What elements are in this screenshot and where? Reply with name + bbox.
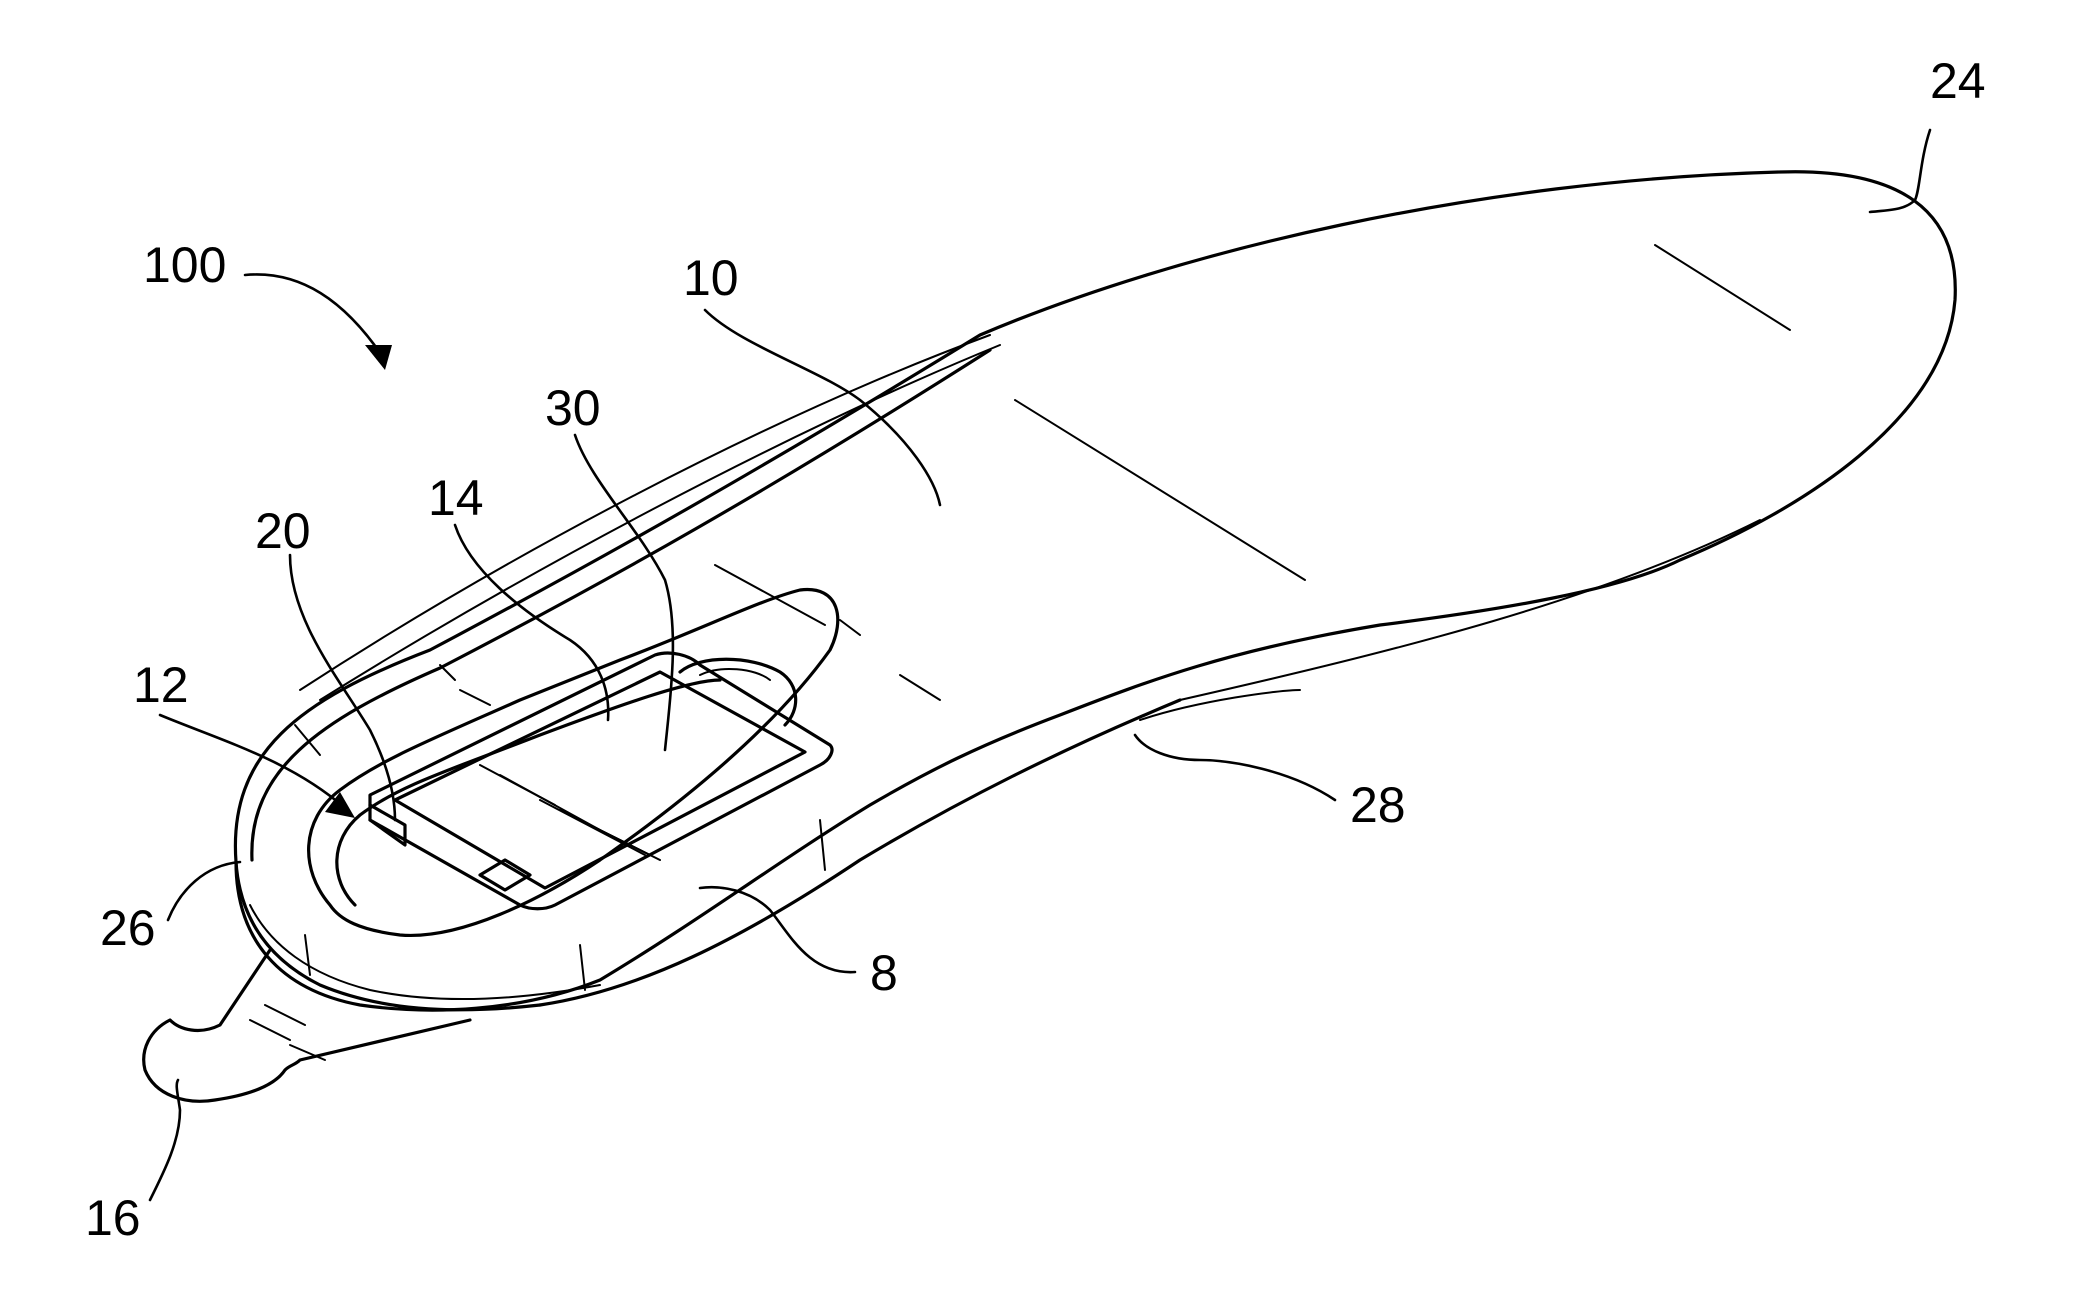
leader-28 [1135, 735, 1335, 800]
pocket-hatch-3 [540, 800, 645, 855]
leader-26 [168, 862, 240, 920]
pocket-inner [395, 672, 805, 888]
label-8: 8 [870, 945, 898, 1001]
leader-12 [160, 715, 345, 808]
connector-tab-line-1 [250, 1020, 290, 1040]
label-100: 100 [143, 237, 226, 293]
heel-hatch-1 [305, 935, 310, 975]
connector-tab-line-2 [265, 1005, 305, 1025]
shade-line-mid [1015, 400, 1305, 580]
shade-line-heel-b [900, 675, 940, 700]
leader-24 [1870, 130, 1930, 212]
label-20: 20 [255, 503, 311, 559]
shade-line-heel-a [840, 620, 860, 635]
label-10: 10 [683, 250, 739, 306]
surface-shading [460, 245, 1790, 705]
label-30: 30 [545, 380, 601, 436]
label-28: 28 [1350, 777, 1406, 833]
leader-100 [245, 274, 385, 360]
pocket-notch [370, 805, 405, 845]
label-14: 14 [428, 470, 484, 526]
label-16: 16 [85, 1190, 141, 1246]
label-24: 24 [1930, 53, 1986, 109]
leader-lines [150, 130, 1930, 1200]
pocket-connector-inner [700, 669, 770, 680]
insole-inner-rim [252, 350, 990, 860]
shade-line-toe [1655, 245, 1790, 330]
pocket-outline [370, 653, 832, 909]
label-26: 26 [100, 900, 156, 956]
arrowhead-100 [365, 345, 392, 370]
label-12: 12 [133, 657, 189, 713]
recess-ring [337, 680, 720, 905]
heel-hatch-5 [440, 665, 455, 680]
connector-tab-outline [144, 950, 470, 1101]
reference-numerals: 100 10 30 14 20 12 26 8 28 24 16 [85, 53, 1986, 1246]
leader-10 [705, 310, 940, 505]
toe-bottom-sweep [1180, 520, 1760, 700]
connector-tab [144, 950, 470, 1101]
shade-line-heel-c [460, 690, 490, 705]
electronics-pocket [370, 653, 832, 909]
heel-hatch-3 [820, 820, 825, 870]
heel-hatch-2 [580, 945, 585, 990]
